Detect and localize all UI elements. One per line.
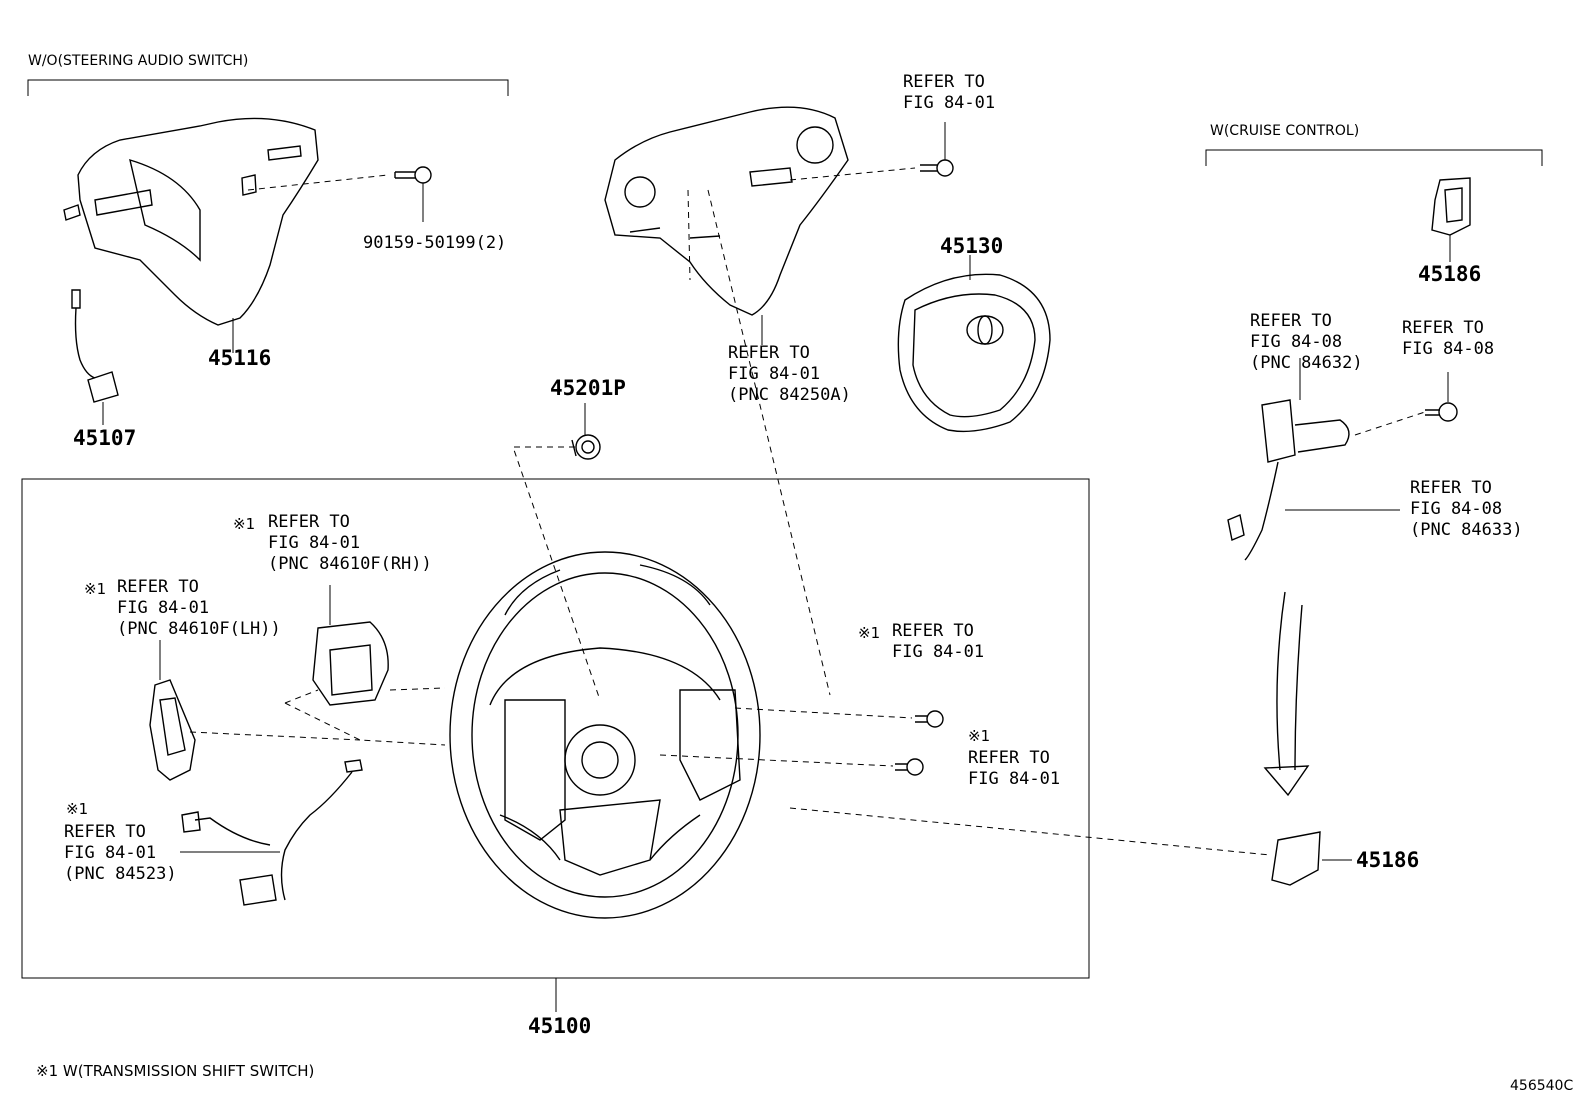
ref-switch-lh-84610f: REFER TO FIG 84-01 (PNC 84610F(LH)) <box>117 577 281 639</box>
footer-note: ※1 W(TRANSMISSION SHIFT SWITCH) <box>36 1062 315 1080</box>
note-mark-screw-upper: ※1 <box>858 624 881 642</box>
ref-top-screw: REFER TO FIG 84-01 <box>903 72 996 113</box>
lower-cover-45116 <box>63 117 319 353</box>
ref-cruise-wire-84633: REFER TO FIG 84-08 (PNC 84633) <box>1410 478 1523 540</box>
part-number-45201p: 45201P <box>550 376 626 400</box>
note-mark-rh: ※1 <box>233 515 256 533</box>
bracket-wo-audio <box>27 79 509 96</box>
header-w-cruise-control: W(CRUISE CONTROL) <box>1210 123 1360 139</box>
wire-harness-84523 <box>180 759 363 906</box>
part-number-45186-bottom: 45186 <box>1356 848 1420 872</box>
part-number-45186-top: 45186 <box>1418 262 1482 286</box>
part-number-45100: 45100 <box>528 1014 592 1038</box>
airbag-45130 <box>897 255 1051 433</box>
cruise-switch-45186-top <box>1431 177 1471 262</box>
ref-switch-rh-84610f: REFER TO FIG 84-01 (PNC 84610F(RH)) <box>268 512 432 574</box>
steering-cover-84250a <box>604 106 849 696</box>
ref-wire-harness-84523: REFER TO FIG 84-01 (PNC 84523) <box>64 822 177 884</box>
ref-cruise-switch-84632: REFER TO FIG 84-08 (PNC 84632) <box>1250 311 1363 373</box>
part-number-45107: 45107 <box>73 426 137 450</box>
wire-45107 <box>71 289 119 425</box>
bracket-w-cruise <box>1205 149 1543 166</box>
arrow-down <box>1263 591 1310 797</box>
cruise-switch-45186-bottom <box>789 807 1352 886</box>
switch-lh-84610f <box>149 640 361 781</box>
screw-right-lower <box>659 754 924 776</box>
note-mark-screw-lower: ※1 <box>968 727 991 745</box>
screw-cruise <box>1354 372 1458 436</box>
steering-wheel-45100 <box>449 551 761 1012</box>
note-mark-lh: ※1 <box>84 580 107 598</box>
screw-right-upper <box>734 707 944 728</box>
header-wo-audio-switch: W/O(STEERING AUDIO SWITCH) <box>28 53 249 69</box>
ref-screw-right-upper: REFER TO FIG 84-01 <box>892 621 985 662</box>
cruise-switch-84632 <box>1227 358 1400 561</box>
screw-90159 <box>247 166 432 222</box>
part-number-screw-90159: 90159-50199(2) <box>363 233 507 253</box>
part-number-45116: 45116 <box>208 346 272 370</box>
part-number-45130: 45130 <box>940 234 1004 258</box>
figure-id: 456540C <box>1510 1078 1574 1094</box>
screw-top <box>789 122 954 181</box>
steering-wheel-assembly-box <box>21 478 1090 979</box>
ref-cruise-screw: REFER TO FIG 84-08 <box>1402 318 1495 359</box>
ref-screw-right-lower: REFER TO FIG 84-01 <box>968 748 1061 789</box>
ref-cover-84250a: REFER TO FIG 84-01 (PNC 84250A) <box>728 343 851 405</box>
switch-rh-84610f <box>284 585 446 746</box>
nut-45201p <box>512 403 601 701</box>
note-mark-harness: ※1 <box>66 800 89 818</box>
